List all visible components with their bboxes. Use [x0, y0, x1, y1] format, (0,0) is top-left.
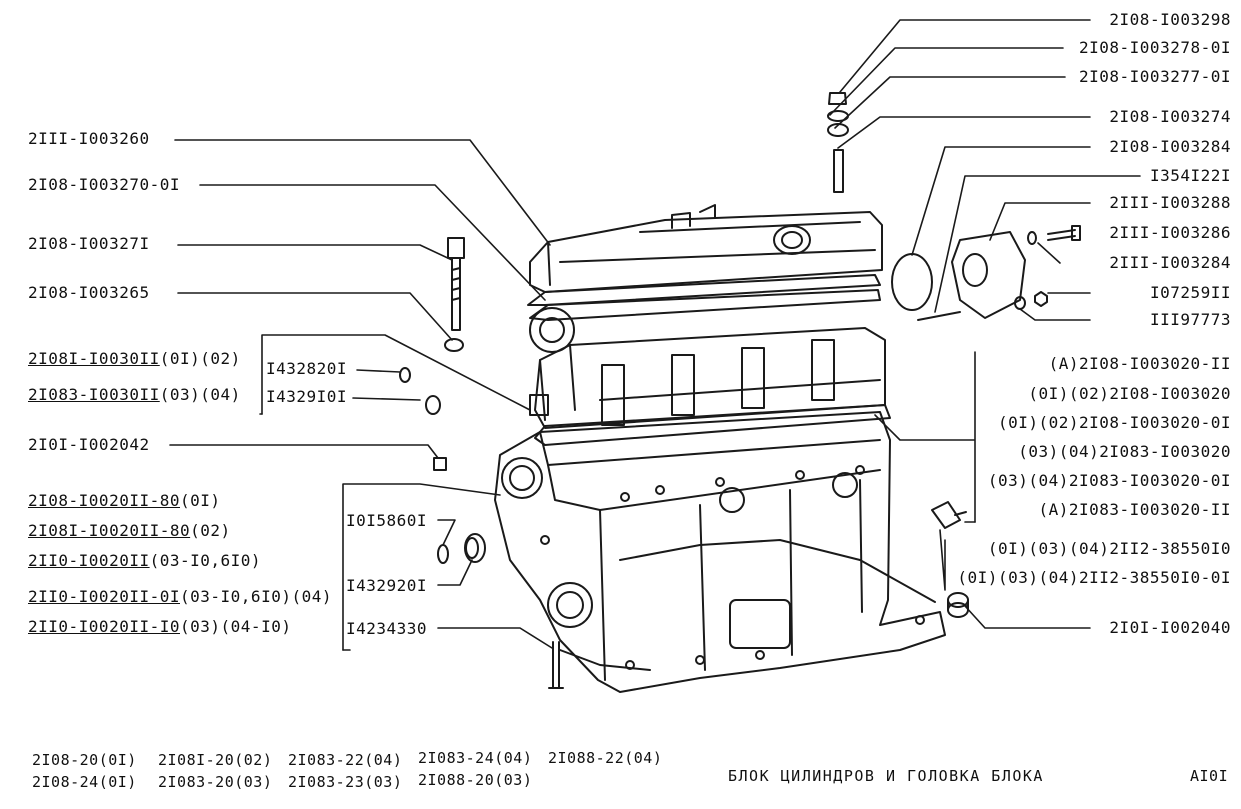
part-label-bushing: 2I0I-I002040 [1109, 618, 1231, 637]
part-label-nut: I07259II [1149, 283, 1231, 302]
model-code: 2I083-24(04) [418, 749, 533, 767]
part-label-block-variant-3: 2II0-I0020II(03-I0,6I0) [28, 551, 262, 570]
cover-gaskets [527, 274, 881, 321]
part-label-stem-seal: I432820I [266, 359, 348, 378]
part-label-block-ref-5: (03)(04)2I083-I003020-0I [987, 471, 1231, 490]
part-label-stud: I4234330 [346, 619, 428, 638]
model-code: 2I088-22(04) [548, 749, 663, 767]
washer [444, 338, 464, 352]
bushing [947, 592, 969, 618]
part-label-crank-seal: I432920I [346, 576, 428, 595]
cylinder-block [494, 411, 946, 693]
dowel-sleeve [433, 457, 447, 471]
stud-bolt [548, 641, 564, 689]
part-label-oil-seal: I4329I0I [266, 387, 348, 406]
part-label-housing-ring: 2III-I003284 [1109, 253, 1231, 272]
part-label-washer: 2I08-I003265 [28, 283, 150, 302]
valve-cover [529, 204, 883, 293]
part-label-block-ref-1: (A)2I08-I003020-II [1048, 354, 1231, 373]
crankshaft-seal [464, 533, 486, 563]
part-label-stud-top: 2I08-I003274 [1109, 107, 1231, 126]
leader-lines [169, 19, 1141, 651]
head-bolt [447, 237, 465, 331]
part-label-cover: 2III-I003260 [28, 129, 150, 148]
part-label-block-ref-2: (0I)(02)2I08-I003020 [1028, 384, 1231, 403]
part-label-block-ref-3: (0I)(02)2I08-I003020-0I [997, 413, 1231, 432]
model-code: 2I08-20(0I) [32, 751, 137, 769]
model-code: 2I083-20(03) [158, 773, 273, 791]
model-code: 2I08-24(0I) [32, 773, 137, 791]
part-label-head-bolt: 2I08-I00327I [28, 234, 150, 253]
valve-stem-seal [399, 367, 411, 383]
oil-pressure-sensor [931, 501, 967, 529]
model-code: 2I083-22(04) [288, 751, 403, 769]
part-label-dowel: 2I0I-I002042 [28, 435, 150, 454]
part-label-head-variant-1: 2I08I-I0030II(0I)(02) [28, 349, 241, 368]
model-code: 2I08I-20(02) [158, 751, 273, 769]
part-label-block-variant-5: 2II0-I0020II-I0(03)(04-I0) [28, 617, 292, 636]
thermostat-housing [891, 225, 1081, 321]
model-code: 2I088-20(03) [418, 771, 533, 789]
part-label-cap: 2I08-I003298 [1109, 10, 1231, 29]
part-label-block-variant-1: 2I08-I0020II-80(0I) [28, 491, 221, 510]
part-label-sensor-2: (0I)(03)(04)2II2-38550I0-0I [957, 568, 1231, 587]
plug [437, 544, 449, 564]
oil-seal-small [425, 395, 441, 415]
part-label-pin: I354I22I [1149, 166, 1231, 185]
part-label-cover-gasket: 2I08-I003270-0I [28, 175, 180, 194]
part-label-head-variant-2: 2I083-I0030II(03)(04) [28, 385, 241, 404]
part-label-housing: 2III-I003288 [1109, 193, 1231, 212]
head-gasket [534, 404, 891, 446]
part-label-block-variant-2: 2I08I-I0020II-80(02) [28, 521, 231, 540]
page-code: AI0I [1190, 767, 1229, 785]
part-label-cap-washer: 2I08-I003277-0I [1079, 67, 1231, 86]
part-label-sensor-1: (0I)(03)(04)2II2-38550I0 [987, 539, 1231, 558]
part-label-block-ref-6: (A)2I083-I003020-II [1038, 500, 1231, 519]
part-label-washer-right: III97773 [1149, 310, 1231, 329]
model-code: 2I083-23(03) [288, 773, 403, 791]
page-title: БЛОК ЦИЛИНДРОВ И ГОЛОВКА БЛОКА [728, 767, 1044, 785]
part-label-block-ref-4: (03)(04)2I083-I003020 [1018, 442, 1231, 461]
part-label-housing-gasket: 2I08-I003284 [1109, 137, 1231, 156]
part-label-plug: I0I5860I [346, 511, 428, 530]
part-label-block-variant-4: 2II0-I0020II-0I(03-I0,6I0)(04) [28, 587, 332, 606]
part-label-housing-bolt: 2III-I003286 [1109, 223, 1231, 242]
cylinder-head [529, 307, 886, 429]
part-label-cap-gasket: 2I08-I003278-0I [1079, 38, 1231, 57]
